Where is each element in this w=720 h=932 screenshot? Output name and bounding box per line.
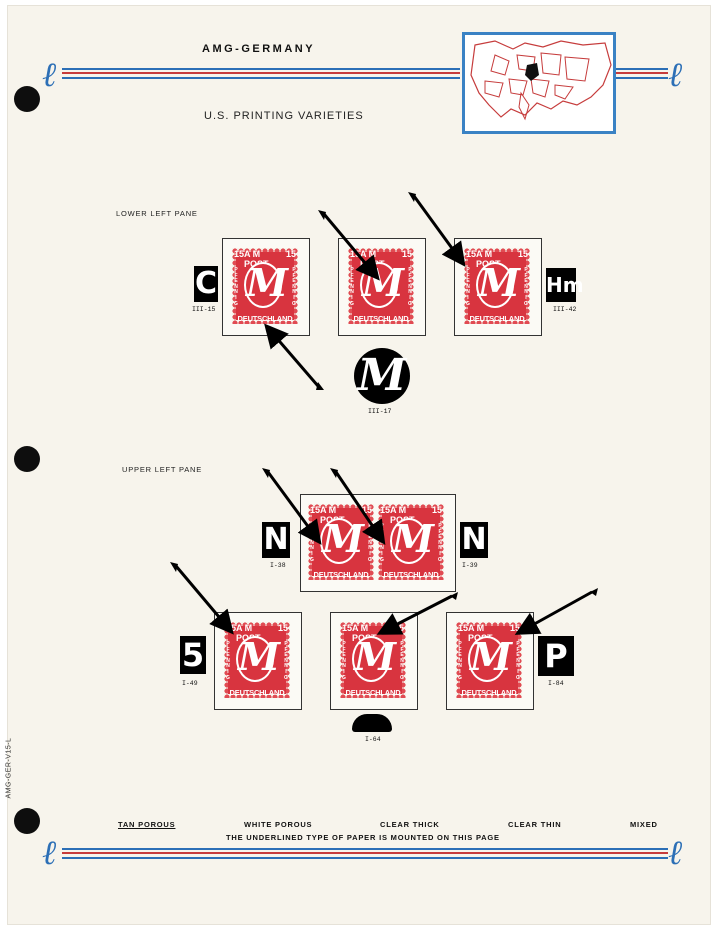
flourish-ornament: ℓ (42, 55, 57, 95)
stamp-value: 15 (380, 505, 391, 515)
page-subtitle: U.S. PRINTING VARIETIES (204, 110, 364, 122)
stamp-value: 15 (310, 505, 321, 515)
stamp-bottom-text: DEUTSCHLAND (461, 688, 517, 697)
stamp-value: 15 (517, 249, 528, 259)
binder-hole (14, 808, 40, 834)
stamp-bottom-text: DEUTSCHLAND (313, 570, 369, 579)
stamp-bottom-text: DEUTSCHLAND (353, 314, 409, 323)
variety-ref: I-39 (462, 562, 478, 569)
variety-ref: I-64 (365, 736, 381, 743)
paper-caption: THE UNDERLINED TYPE OF PAPER IS MOUNTED … (226, 833, 500, 842)
variety-ref: III-15 (192, 306, 216, 313)
stamp-value: 15 (285, 249, 296, 259)
stamp-value: 15 (277, 623, 288, 633)
section-label-lower-left-pane: LOWER LEFT PANE (116, 209, 198, 218)
section-label-upper-left-pane: UPPER LEFT PANE (122, 465, 203, 474)
flourish-ornament: ℓ (668, 833, 683, 873)
variety-glyph-c: C (194, 266, 218, 302)
stamp-value: 15 (431, 505, 442, 515)
variety-glyph-5: 5 (180, 636, 206, 674)
stamp-value: 15 (350, 249, 361, 259)
stamp-value: 15 (342, 623, 353, 633)
stamp-bottom-text: DEUTSCHLAND (345, 688, 401, 697)
binder-hole (14, 446, 40, 472)
paper-type-mixed: MIXED (630, 820, 658, 829)
stamp-value: 15 (361, 505, 372, 515)
variety-glyph-n: N (262, 522, 290, 558)
stamp-value: 15 (234, 249, 245, 259)
paper-type-clear-thick: CLEAR THICK (380, 820, 440, 829)
stamp-value: 15 (466, 249, 477, 259)
variety-ref: I-84 (548, 680, 564, 687)
paper-type-clear-thin: CLEAR THIN (508, 820, 562, 829)
variety-glyph-n: N (460, 522, 488, 558)
stamp-value: 15 (458, 623, 469, 633)
page-title: AMG-GERMANY (202, 43, 316, 55)
bottom-border-rule (62, 848, 668, 859)
stamp-bottom-text: DEUTSCHLAND (469, 314, 525, 323)
variety-ref: I-38 (270, 562, 286, 569)
stamp-bottom-text: DEUTSCHLAND (237, 314, 293, 323)
variety-ref: III-42 (553, 306, 577, 313)
variety-ref: I-49 (182, 680, 198, 687)
top-border-rule (612, 68, 668, 79)
album-page (8, 6, 710, 924)
paper-type-white-porous: WHITE POROUS (244, 820, 313, 829)
variety-glyph-p: P (538, 636, 574, 676)
variety-ref: III-17 (368, 408, 392, 415)
stamp-value: 15 (401, 249, 412, 259)
stamp-bottom-text: DEUTSCHLAND (383, 570, 439, 579)
stamp-bottom-text: DEUTSCHLAND (229, 688, 285, 697)
variety-glyph-arc (352, 714, 392, 732)
top-border-rule (62, 68, 460, 79)
variety-glyph-m: M (354, 348, 410, 404)
europe-map (462, 32, 616, 134)
page-code: AMG-GER-V15-L (5, 737, 13, 799)
flourish-ornament: ℓ (668, 55, 683, 95)
binder-hole (14, 86, 40, 112)
paper-type-tan-porous: TAN POROUS (118, 820, 176, 829)
flourish-ornament: ℓ (42, 833, 57, 873)
